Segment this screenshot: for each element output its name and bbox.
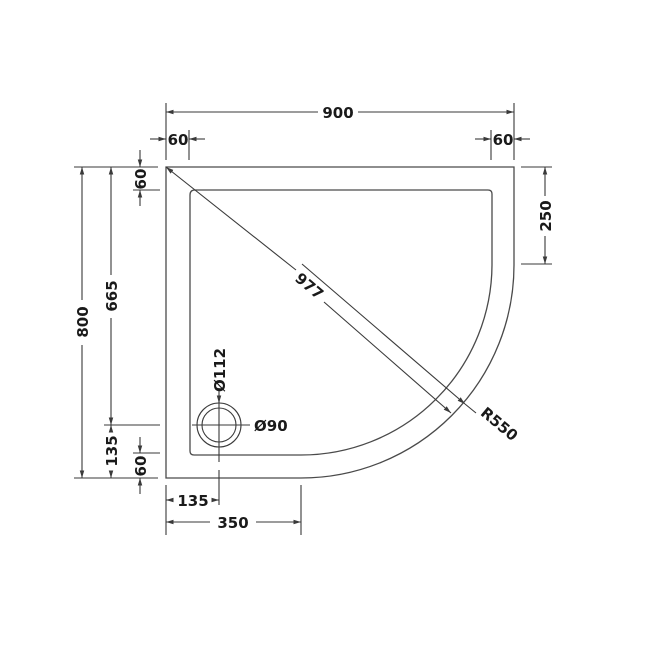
dim-overall-width: 900 [165,103,515,160]
svg-text:900: 900 [322,104,353,122]
svg-text:60: 60 [168,131,189,149]
dim-bottom-rim: 60 [132,437,160,494]
dim-waste-from-left: 135 [165,470,220,535]
svg-text:665: 665 [103,280,121,311]
svg-text:977: 977 [291,269,327,303]
tray-inner-edge [189,189,493,456]
dim-overall-depth: 800 [74,166,158,479]
dim-right-rim: 60 [475,130,530,160]
dim-left-rim: 60 [150,130,205,160]
dim-right-straight: 250 [521,166,555,265]
dim-radius: R550 [301,263,521,445]
dim-diagonal: 977 [165,166,452,414]
waste-outlet [192,388,250,462]
svg-text:800: 800 [74,306,92,337]
svg-text:135: 135 [177,492,208,510]
dim-waste-inner: Ø90 [254,417,288,435]
svg-text:R550: R550 [477,403,521,444]
svg-text:135: 135 [103,435,121,466]
dim-bottom-straight: 350 [166,485,302,535]
dim-waste-to-top: 665 [103,167,160,426]
svg-text:Ø90: Ø90 [254,417,288,435]
svg-text:60: 60 [132,169,150,190]
svg-text:60: 60 [132,456,150,477]
tray-outer-edge [165,166,515,479]
dim-top-rim: 60 [132,150,160,206]
svg-text:350: 350 [217,514,248,532]
svg-text:60: 60 [493,131,514,149]
dim-waste-outer: Ø112 [211,348,229,403]
dim-waste-to-bottom: 135 [103,425,121,478]
svg-text:250: 250 [537,200,555,231]
svg-text:Ø112: Ø112 [211,348,229,392]
